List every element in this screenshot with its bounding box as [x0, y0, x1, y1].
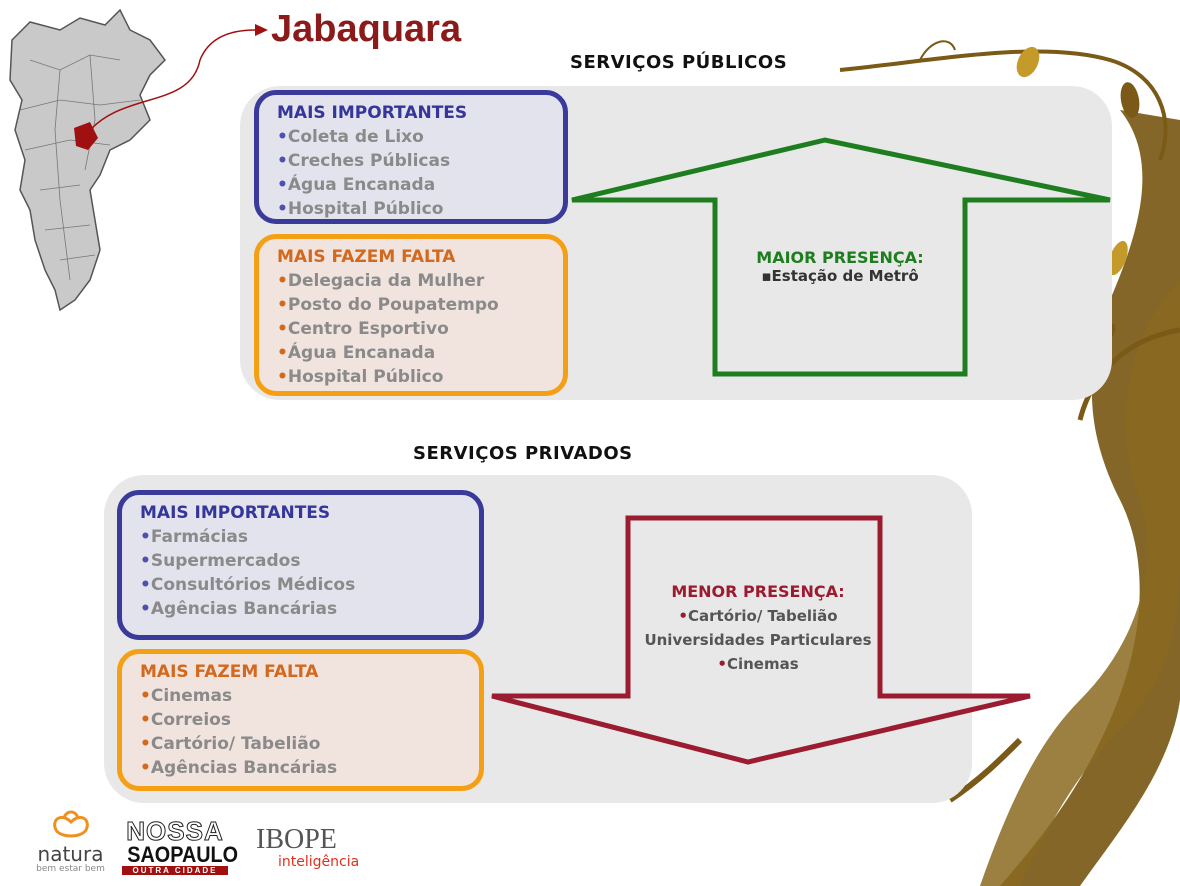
ibope-name: IBOPE [256, 824, 337, 855]
list-item: Agências Bancárias [140, 756, 479, 780]
nossa-main: SAOPAULO [127, 842, 239, 867]
list-item: Estação de Metrô [771, 267, 919, 285]
publicos-falta-heading: MAIS FAZEM FALTA [277, 247, 456, 267]
list-item: Cartório/ Tabelião [688, 607, 838, 625]
list-item: Farmácias [140, 525, 479, 549]
nossa-bottom: OUTRA CIDADE [122, 866, 228, 875]
publicos-presenca-item: ▪Estação de Metrô [761, 267, 919, 285]
sao-paulo-map [9, 8, 268, 312]
privados-presenca-item: Universidades Particulares [644, 631, 872, 649]
list-item: Posto do Poupatempo [277, 293, 563, 317]
down-arrow [491, 515, 1031, 765]
list-item: Creches Públicas [277, 149, 563, 173]
publicos-importantes-heading: MAIS IMPORTANTES [277, 103, 468, 123]
nossa-sao-paulo-logo: NOSSA SAOPAULO OUTRA CIDADE [122, 816, 239, 875]
list-item: Centro Esportivo [277, 317, 563, 341]
natura-tagline: bem estar bem [36, 864, 105, 874]
list-item: Correios [140, 708, 479, 732]
list-item: Cinemas [140, 684, 479, 708]
list-item: Coleta de Lixo [277, 125, 563, 149]
ibope-logo: IBOPE inteligência [256, 824, 360, 871]
publicos-presenca: MAIOR PRESENÇA: ▪Estação de Metrô [720, 248, 960, 285]
privados-title: SERVIÇOS PRIVADOS [413, 443, 633, 464]
publicos-falta-box: MAIS FAZEM FALTA Delegacia da Mulher Pos… [254, 234, 568, 396]
nossa-top: NOSSA [126, 816, 224, 846]
privados-importantes-heading: MAIS IMPORTANTES [140, 503, 331, 523]
list-item: Supermercados [140, 549, 479, 573]
privados-presenca-item: •Cartório/ Tabelião [678, 607, 838, 625]
list-item: Consultórios Médicos [140, 573, 479, 597]
privados-falta-box: MAIS FAZEM FALTA Cinemas Correios Cartór… [117, 649, 484, 791]
publicos-title: SERVIÇOS PÚBLICOS [570, 52, 788, 73]
natura-flower-icon [52, 810, 89, 838]
privados-importantes-box: MAIS IMPORTANTES Farmácias Supermercados… [117, 490, 484, 640]
decorative-vine [839, 40, 1180, 886]
list-item: Água Encanada [277, 341, 563, 365]
ibope-sub: inteligência [278, 854, 360, 870]
list-item: Hospital Público [277, 197, 563, 221]
list-item: Água Encanada [277, 173, 563, 197]
privados-presenca-heading: MENOR PRESENÇA: [671, 582, 845, 601]
privados-importantes-list: Farmácias Supermercados Consultórios Méd… [140, 525, 479, 621]
list-item: Agências Bancárias [140, 597, 479, 621]
privados-presenca-item: •Cinemas [717, 655, 799, 673]
natura-name: natura [37, 842, 104, 866]
list-item: Cinemas [726, 655, 799, 673]
privados-presenca: MENOR PRESENÇA: •Cartório/ Tabelião Univ… [628, 580, 888, 676]
privados-falta-heading: MAIS FAZEM FALTA [140, 662, 319, 682]
privados-falta-list: Cinemas Correios Cartório/ Tabelião Agên… [140, 684, 479, 780]
list-item: Cartório/ Tabelião [140, 732, 479, 756]
list-item: Delegacia da Mulher [277, 269, 563, 293]
publicos-falta-list: Delegacia da Mulher Posto do Poupatempo … [277, 269, 563, 389]
publicos-importantes-list: Coleta de Lixo Creches Públicas Água Enc… [277, 125, 563, 221]
natura-logo: natura bem estar bem [28, 808, 113, 878]
publicos-importantes-box: MAIS IMPORTANTES Coleta de Lixo Creches … [254, 90, 568, 224]
region-title: Jabaquara [271, 8, 462, 50]
up-arrow [571, 137, 1111, 377]
list-item: Hospital Público [277, 365, 563, 389]
publicos-presenca-heading: MAIOR PRESENÇA: [756, 248, 924, 267]
